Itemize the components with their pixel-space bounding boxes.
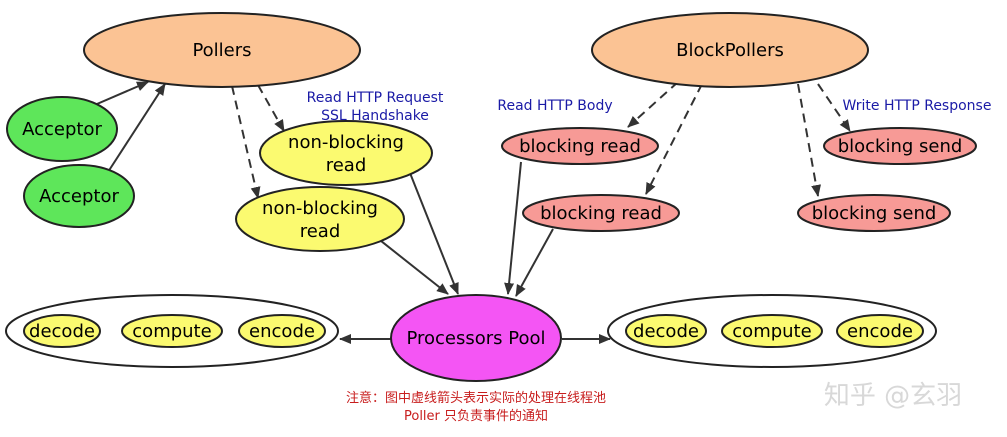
edge-nbread2-pool	[375, 236, 449, 295]
blocking-read-2-shape	[522, 194, 680, 232]
pollers-shape	[83, 12, 361, 88]
solid-edges	[89, 81, 611, 344]
acceptor-node-1: Acceptor	[6, 96, 118, 162]
annotation-ssl-handshake: SSL Handshake	[321, 108, 429, 124]
edge-acceptor2-pollers	[107, 83, 166, 173]
pollers-label: Pollers	[192, 40, 251, 61]
acceptor-2-label: Acceptor	[39, 186, 119, 207]
blocking-read-2-label: blocking read	[540, 203, 662, 224]
blocking-read-1-shape	[501, 127, 659, 165]
left-task-group: decode compute encode	[5, 294, 339, 368]
nonblocking-read-node-1: non-blocking read	[259, 120, 433, 186]
right-decode-shape	[625, 314, 707, 348]
block-pollers-label: BlockPollers	[676, 40, 784, 61]
note-line-1: 注意：图中虚线箭头表示实际的处理在线程池	[346, 390, 606, 406]
processors-pool-shape	[390, 294, 562, 382]
nonblocking-read-2-shape	[235, 186, 405, 252]
right-encode-shape	[836, 314, 924, 348]
nonblocking-read-1-shape	[259, 120, 433, 186]
left-decode-label: decode	[29, 321, 95, 342]
edge-acceptor1-pollers	[89, 81, 149, 108]
acceptor-node-2: Acceptor	[23, 164, 135, 228]
blocking-send-node-2: blocking send	[797, 194, 951, 232]
annotation-write-http-response: Write HTTP Response	[843, 98, 992, 114]
left-encode-shape	[238, 314, 326, 348]
nonblocking-read-node-2: non-blocking read	[235, 186, 405, 252]
right-decode-label: decode	[633, 321, 699, 342]
blocking-send-2-label: blocking send	[812, 203, 937, 224]
dashed-edges	[231, 81, 851, 199]
nonblocking-read-1-line2: read	[326, 155, 367, 176]
edge-nbread1-pool	[409, 172, 459, 295]
acceptor-1-shape	[6, 96, 118, 162]
left-decode-shape	[23, 314, 101, 348]
left-compute-label: compute	[132, 321, 211, 342]
acceptor-1-label: Acceptor	[22, 119, 102, 140]
processors-pool-node: Processors Pool	[390, 294, 562, 382]
annotation-read-http-request: Read HTTP Request	[307, 90, 444, 106]
block-pollers-node: BlockPollers	[591, 12, 869, 88]
edge-bread1-pool	[504, 161, 522, 295]
block-pollers-shape	[591, 12, 869, 88]
right-compute-shape	[721, 314, 823, 348]
left-compute-shape	[121, 314, 223, 348]
watermark-text: 知乎 @玄羽	[824, 381, 962, 411]
edge-blockpollers-bsend1	[817, 83, 851, 132]
pollers-node: Pollers	[83, 12, 361, 88]
edge-blockpollers-bsend2	[797, 83, 821, 197]
blocking-send-1-shape	[823, 127, 977, 165]
edge-blockpollers-bread1	[627, 81, 679, 128]
acceptor-2-shape	[23, 164, 135, 228]
nonblocking-read-2-line1: non-blocking	[262, 198, 378, 219]
annotation-read-http-body: Read HTTP Body	[497, 98, 612, 114]
right-encode-label: encode	[847, 321, 913, 342]
blocking-read-node-1: blocking read	[501, 127, 659, 165]
right-compute-label: compute	[732, 321, 811, 342]
right-task-group: decode compute encode	[607, 294, 937, 368]
nonblocking-read-1-line1: non-blocking	[288, 132, 404, 153]
note-line-2: Poller 只负责事件的通知	[404, 408, 548, 424]
edge-bread2-pool	[515, 228, 554, 297]
blocking-send-1-label: blocking send	[838, 136, 963, 157]
blocking-read-1-label: blocking read	[519, 136, 641, 157]
nonblocking-read-2-line2: read	[300, 221, 341, 242]
blocking-read-node-2: blocking read	[522, 194, 680, 232]
blocking-send-2-shape	[797, 194, 951, 232]
blocking-send-node-1: blocking send	[823, 127, 977, 165]
edge-pollers-nbread2	[231, 85, 261, 199]
left-encode-label: encode	[249, 321, 315, 342]
processors-pool-label: Processors Pool	[406, 328, 545, 349]
edge-blockpollers-bread2	[645, 83, 703, 195]
edge-pollers-nbread1	[257, 84, 285, 132]
